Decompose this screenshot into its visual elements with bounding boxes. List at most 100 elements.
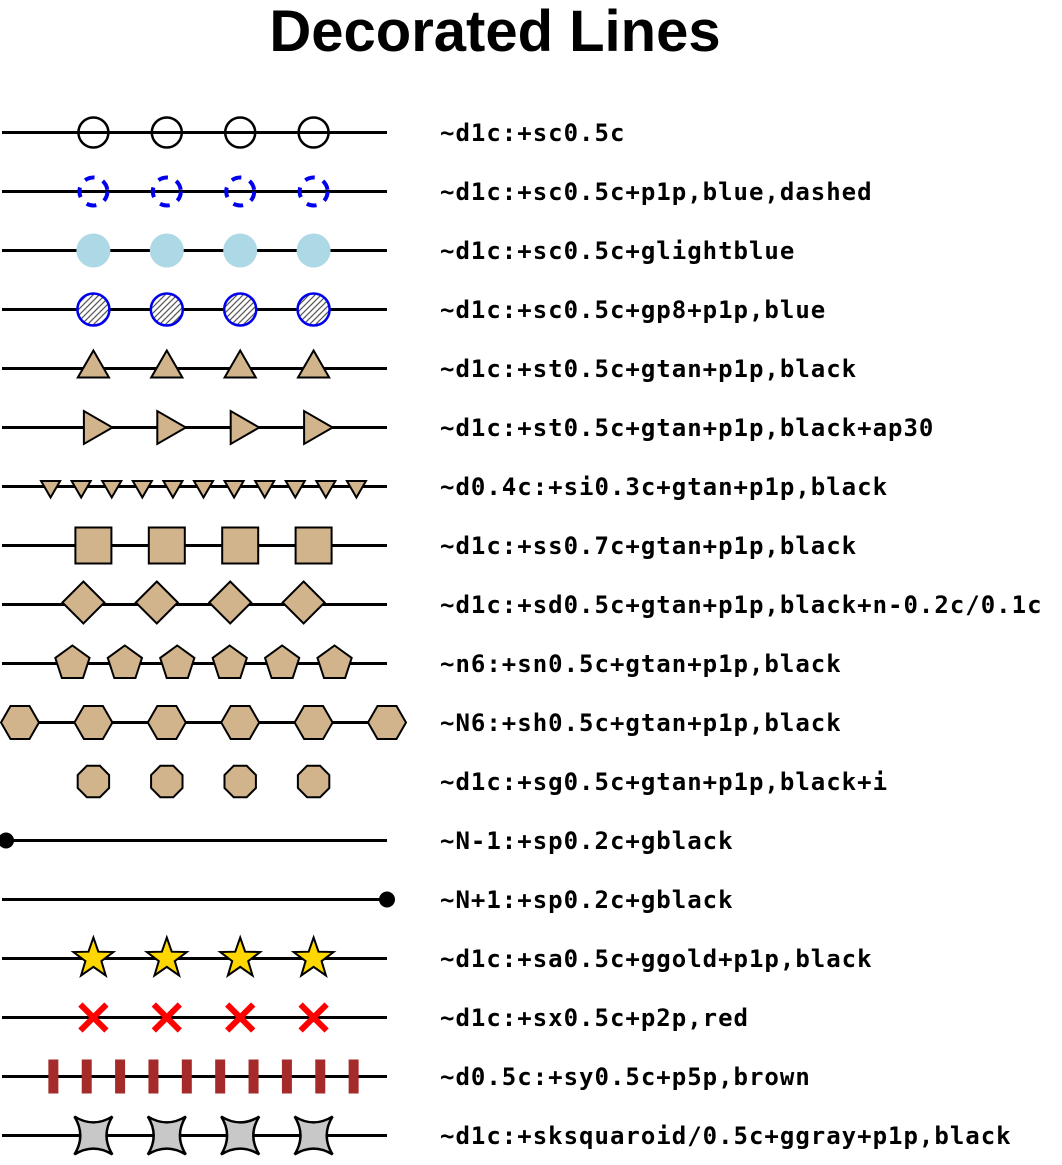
line-code-label: ~d1c:+st0.5c+gtan+p1p,black [440, 354, 858, 383]
octagon-symbol [150, 764, 184, 799]
line-graphic-square [2, 526, 387, 565]
squaroid-symbol [293, 1115, 334, 1156]
cross-symbol [78, 1002, 109, 1033]
circle-symbol [224, 175, 257, 208]
line-graphic-cross [2, 1002, 387, 1033]
inverted-triangle-symbol [131, 480, 154, 500]
triangle-symbol [82, 409, 115, 446]
pentagon-symbol [54, 644, 91, 680]
line-code-label: ~d1c:+sc0.5c+p1p,blue,dashed [440, 177, 873, 206]
hexagon-symbol [0, 705, 41, 740]
squaroid-symbol [73, 1115, 114, 1156]
inverted-triangle-symbol [192, 480, 215, 500]
line-graphic-star [2, 934, 387, 978]
circle-symbol [296, 233, 331, 268]
diamond-symbol [281, 580, 327, 625]
pentagon-symbol [158, 644, 196, 680]
cross-symbol [151, 1002, 182, 1033]
line-graphic-diamond [2, 580, 387, 625]
decorated-line-row: ~d1c:+sx0.5c+p2p,red [0, 988, 1062, 1047]
circle-symbol [76, 292, 111, 327]
circle-symbol [297, 175, 330, 208]
decorated-line-row: ~d1c:+sc0.5c+glightblue [0, 221, 1062, 280]
circle-symbol [77, 116, 110, 149]
line-graphic-circle [2, 233, 387, 268]
line-code-label: ~d0.4c:+si0.3c+gtan+p1p,black [440, 472, 889, 501]
triangle-symbol [149, 348, 185, 379]
circle-symbol [150, 116, 184, 149]
line-code-label: ~d1c:+sc0.5c+glightblue [440, 236, 796, 265]
point-symbol [379, 891, 395, 908]
cross-symbol [298, 1002, 329, 1033]
diamond-symbol [207, 580, 253, 625]
line-graphic-octagon [76, 764, 331, 799]
decorated-line-row: ~n6:+sn0.5c+gtan+p1p,black [0, 634, 1062, 693]
line-code-label: ~d1c:+sd0.5c+gtan+p1p,black+n-0.2c/0.1c [440, 590, 1043, 619]
circle-symbol [297, 116, 330, 149]
decorated-line-row: ~N+1:+sp0.2c+gblack [0, 870, 1062, 929]
circle-symbol [223, 116, 257, 149]
square-symbol [74, 526, 113, 565]
line-code-label: ~d1c:+sc0.5c [440, 118, 626, 147]
line-code-label: ~N+1:+sp0.2c+gblack [440, 885, 734, 914]
line-code-label: ~d1c:+st0.5c+gtan+p1p,black+ap30 [440, 413, 935, 442]
line-code-label: ~N6:+sh0.5c+gtan+p1p,black [440, 708, 842, 737]
decorated-line-row: ~d1c:+st0.5c+gtan+p1p,black [0, 339, 1062, 398]
line-code-label: ~d1c:+ss0.7c+gtan+p1p,black [440, 531, 858, 560]
line-graphic-inverted-triangle [2, 480, 387, 500]
line-graphic-triangle [2, 409, 387, 446]
hexagon-symbol [146, 705, 187, 740]
octagon-symbol [296, 764, 331, 799]
line-code-label: ~d1c:+sa0.5c+ggold+p1p,black [440, 944, 873, 973]
line-code-label: ~d1c:+sg0.5c+gtan+p1p,black+i [440, 767, 889, 796]
triangle-symbol [156, 409, 188, 446]
star-symbol [290, 934, 337, 978]
square-symbol [221, 526, 260, 565]
inverted-triangle-symbol [69, 480, 93, 500]
line-code-label: ~d1c:+sx0.5c+p2p,red [440, 1003, 749, 1032]
line-code-label: ~n6:+sn0.5c+gtan+p1p,black [440, 649, 842, 678]
inverted-triangle-symbol [39, 480, 62, 500]
star-symbol [217, 934, 264, 978]
decorated-line-row: ~d1c:+sd0.5c+gtan+p1p,black+n-0.2c/0.1c [0, 575, 1062, 634]
triangle-symbol [222, 348, 258, 379]
triangle-symbol [296, 348, 331, 379]
line-code-label: ~d1c:+sksquaroid/0.5c+ggray+p1p,black [440, 1121, 1012, 1150]
line-code-label: ~N-1:+sp0.2c+gblack [440, 826, 734, 855]
hexagon-symbol [73, 705, 114, 740]
inverted-triangle-symbol [222, 480, 246, 500]
decorated-line-row: ~d1c:+sc0.5c+p1p,blue,dashed [0, 162, 1062, 221]
circle-symbol [149, 292, 185, 327]
rows-container: ~d1c:+sc0.5c ~d1c:+sc0.5c+p1p,blue,dashed… [0, 103, 1062, 1165]
cross-symbol [225, 1002, 256, 1033]
triangle-symbol [76, 348, 111, 379]
decorated-line-row: ~d1c:+sg0.5c+gtan+p1p,black+i [0, 752, 1062, 811]
star-symbol [143, 934, 190, 978]
line-graphic-point [0, 832, 387, 849]
line-code-label: ~d1c:+sc0.5c+gp8+p1p,blue [440, 295, 827, 324]
circle-symbol [150, 175, 183, 208]
decorated-line-row: ~d1c:+ss0.7c+gtan+p1p,black [0, 516, 1062, 575]
point-symbol [0, 832, 14, 849]
line-graphic-point [2, 891, 395, 908]
decorated-line-row: ~d1c:+sa0.5c+ggold+p1p,black [0, 929, 1062, 988]
decorated-line-row: ~d1c:+sksquaroid/0.5c+ggray+p1p,black [0, 1106, 1062, 1165]
diamond-symbol [134, 580, 180, 625]
line-graphic-hexagon [0, 705, 408, 740]
triangle-symbol [229, 409, 262, 446]
decorated-line-row: ~N6:+sh0.5c+gtan+p1p,black [0, 693, 1062, 752]
circle-symbol [223, 233, 258, 268]
square-symbol [147, 526, 186, 565]
inverted-triangle-symbol [161, 480, 185, 500]
circle-symbol [149, 233, 184, 268]
line-graphic-squaroid [2, 1115, 387, 1156]
line-graphic-triangle [2, 348, 387, 379]
inverted-triangle-symbol [314, 480, 338, 500]
pentagon-symbol [106, 644, 144, 680]
decorated-line-row: ~N-1:+sp0.2c+gblack [0, 811, 1062, 870]
circle-symbol [222, 292, 258, 327]
line-graphic-circle [2, 116, 387, 149]
line-graphic-circle [2, 292, 387, 327]
diamond-symbol [60, 580, 106, 625]
